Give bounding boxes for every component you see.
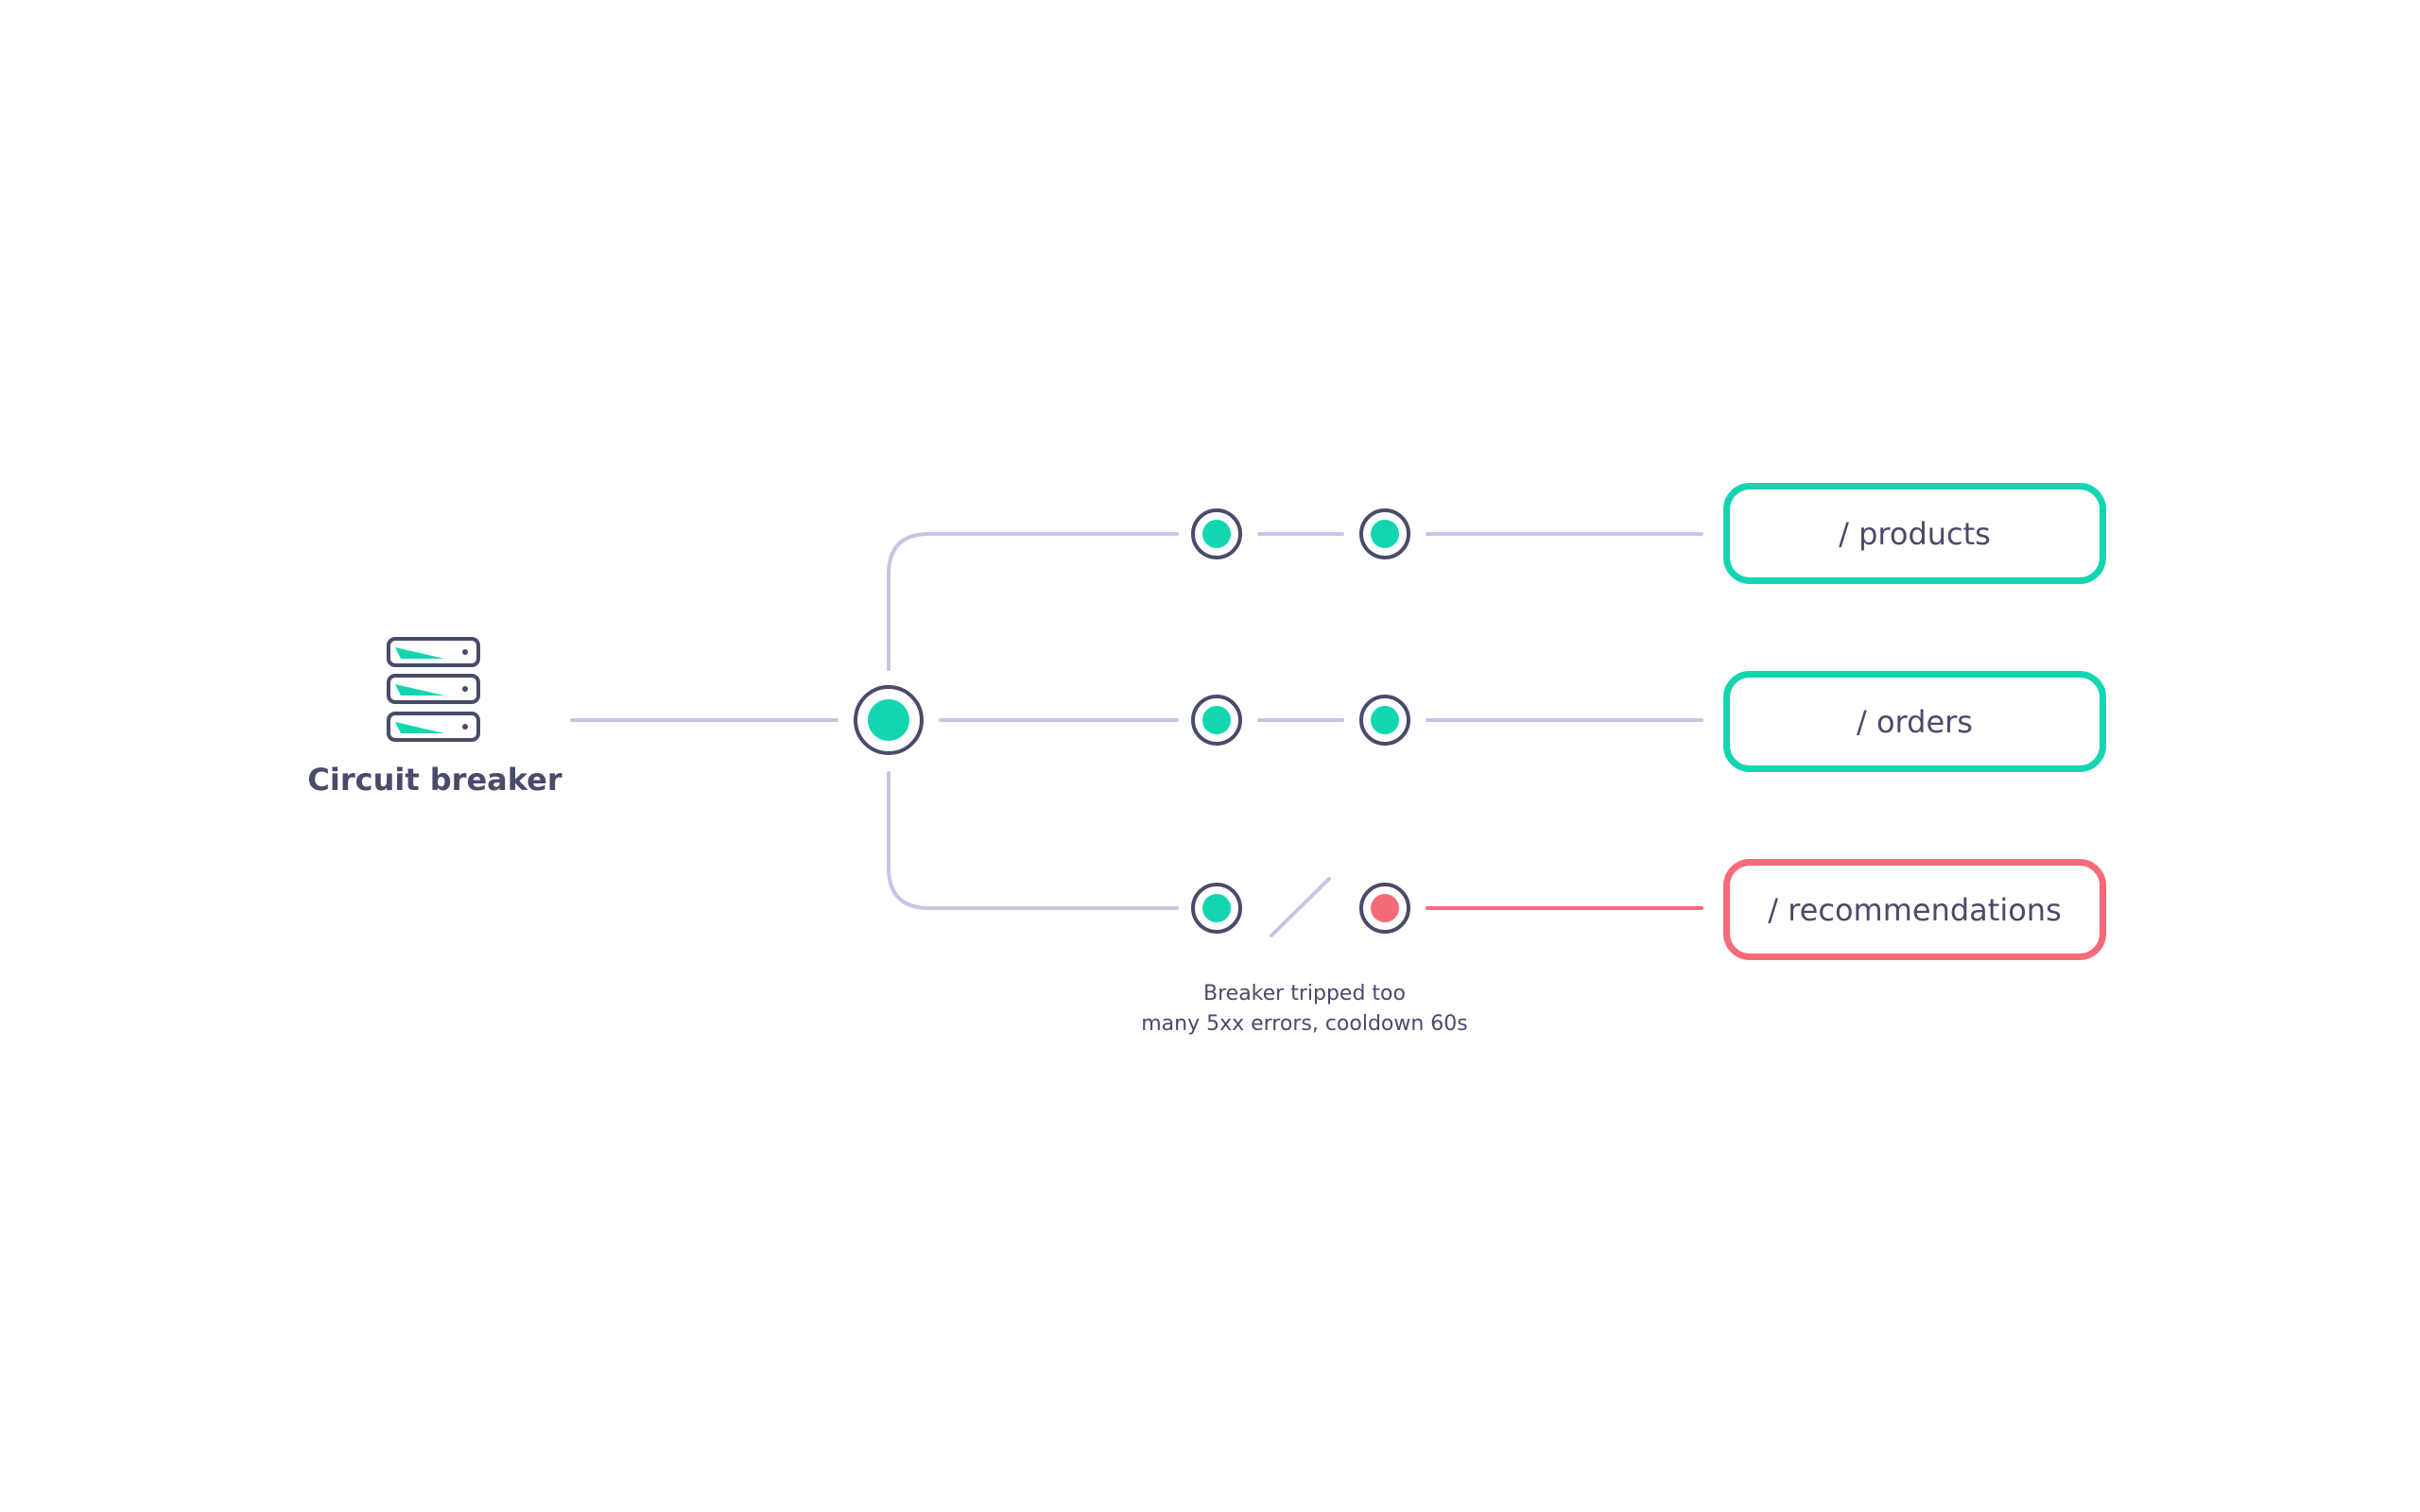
branch-bottom-connector — [887, 771, 1179, 910]
server-unit — [387, 674, 480, 704]
open-switch — [1270, 877, 1331, 937]
endpoint-products-label: / products — [1839, 515, 1991, 552]
recommendations-node-1 — [1191, 883, 1242, 934]
endpoint-orders: / orders — [1723, 671, 2106, 772]
recommendations-node-tripped — [1359, 883, 1410, 934]
endpoint-recommendations-label: / recommendations — [1768, 891, 2062, 928]
server-unit — [387, 637, 480, 667]
endpoint-recommendations: / recommendations — [1723, 859, 2106, 960]
branch-top-connector — [887, 532, 1179, 671]
products-node-2 — [1359, 508, 1410, 559]
source-label: Circuit breaker — [307, 762, 562, 798]
server-bar — [395, 684, 444, 696]
server-bar — [395, 647, 444, 659]
server-led — [462, 724, 468, 730]
endpoint-orders-label: / orders — [1857, 703, 1973, 740]
note-line-2: many 5xx errors, cooldown 60s — [1141, 1012, 1468, 1036]
breaker-tripped-note: Breaker tripped too many 5xx errors, coo… — [1115, 979, 1494, 1040]
orders-node-2 — [1359, 695, 1410, 746]
orders-node-1 — [1191, 695, 1242, 746]
server-led — [462, 649, 468, 655]
products-node-1 — [1191, 508, 1242, 559]
endpoint-products: / products — [1723, 483, 2106, 584]
note-line-1: Breaker tripped too — [1203, 982, 1406, 1005]
server-unit — [387, 712, 480, 742]
hub-node — [854, 685, 924, 755]
server-bar — [395, 722, 444, 733]
server-stack-icon — [387, 637, 480, 742]
server-led — [462, 686, 468, 692]
